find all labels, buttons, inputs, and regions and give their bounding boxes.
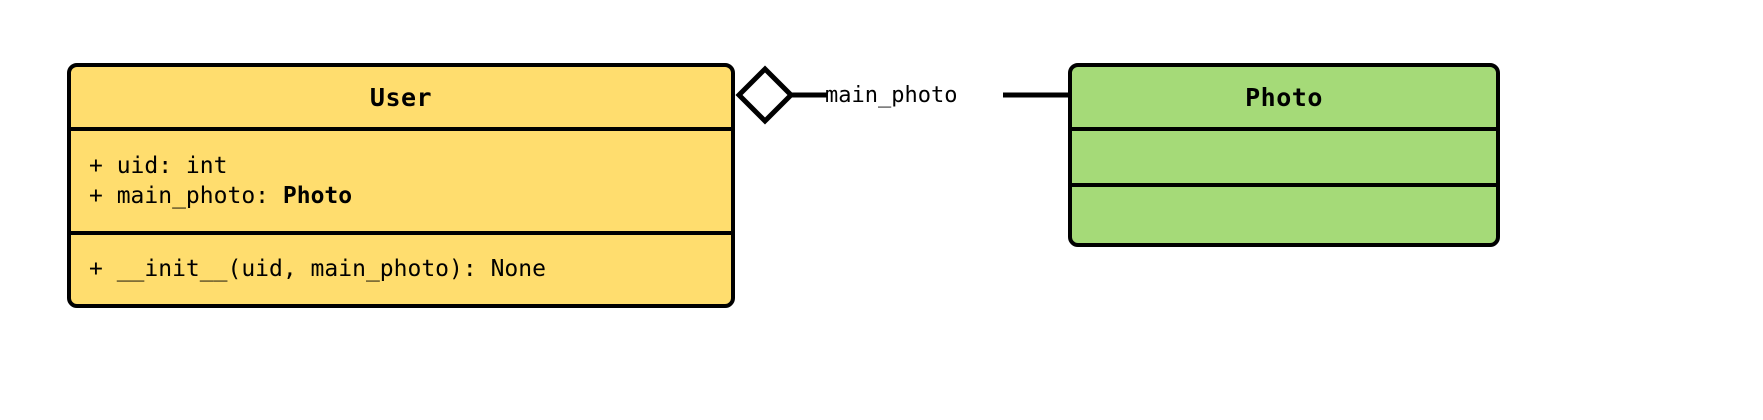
uml-class-user[interactable]: User + uid: int + main_photo: Photo + __… [67,63,735,308]
class-user-attribute-main-photo-type: Photo [282,183,353,209]
class-user-methods-compartment: + __init__(uid, main_photo): None [71,231,731,304]
association-user-photo[interactable] [735,60,1070,132]
class-photo-title-compartment: Photo [1072,67,1496,127]
uml-class-photo[interactable]: Photo [1068,63,1500,247]
class-user-title-compartment: User [71,67,731,127]
association-label-main-photo: main_photo [825,83,958,108]
class-user-name: User [369,82,433,112]
class-user-attribute-main-photo-prefix: + main_photo: [89,183,283,209]
class-user-attribute-main-photo: + main_photo: Photo [89,181,713,211]
aggregation-diamond-icon [735,65,795,125]
class-photo-attributes-compartment [1072,127,1496,183]
class-photo-name: Photo [1245,82,1323,112]
class-user-method-init: + __init__(uid, main_photo): None [89,256,546,283]
class-user-attribute-uid: + uid: int [89,152,228,179]
class-user-attributes-compartment: + uid: int + main_photo: Photo [71,127,731,231]
class-photo-methods-compartment [1072,183,1496,243]
